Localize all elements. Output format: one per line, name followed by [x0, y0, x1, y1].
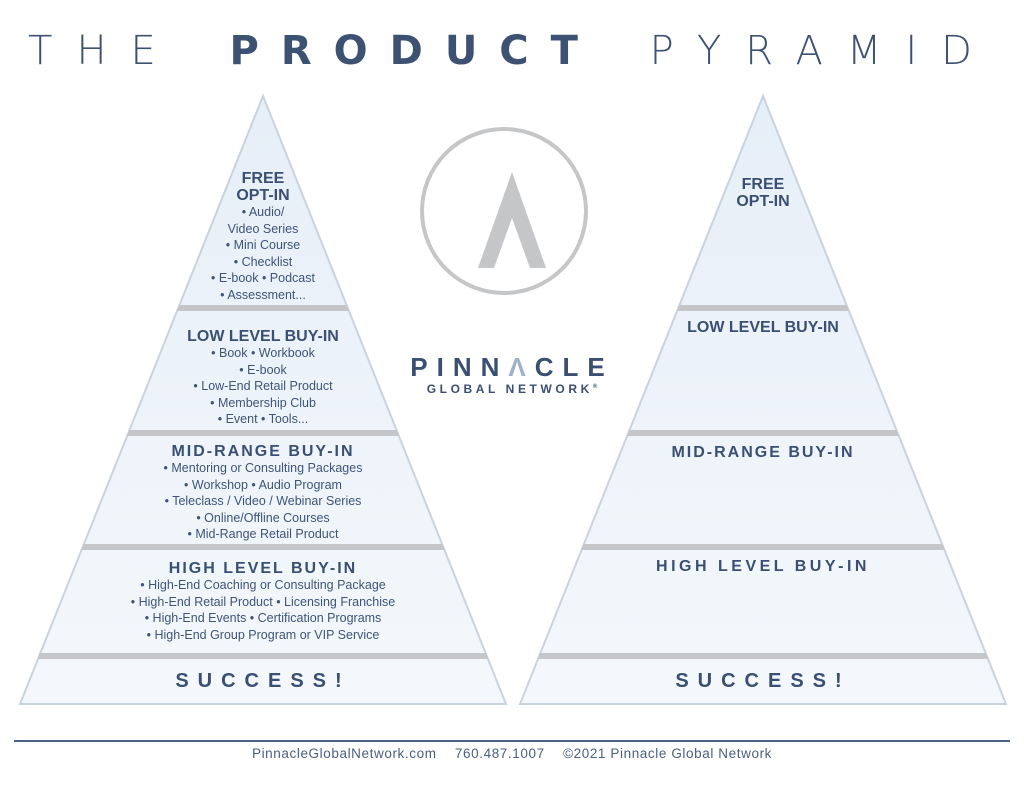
tier-heading: LOW LEVEL BUY-IN: [187, 328, 339, 345]
left-separator-2: [126, 430, 400, 436]
footer-divider: [14, 740, 1010, 742]
brand-name-part1: PINN: [410, 352, 509, 382]
page-title: THE PRODUCT PYRAMID: [0, 26, 1024, 74]
left-tier-high-level: HIGH LEVEL BUY-IN • High-End Coaching or…: [63, 560, 463, 643]
list-item: • High-End Group Program or VIP Service: [146, 627, 380, 642]
left-pyramid: [18, 93, 508, 705]
list-item: • Mentoring or Consulting Packages: [163, 461, 363, 475]
tier-heading: HIGH LEVEL BUY-IN: [168, 560, 358, 577]
tier-heading: MID-RANGE BUY-IN: [671, 444, 855, 461]
list-item: • High-End Retail Product • Licensing Fr…: [130, 594, 396, 609]
success-label: SUCCESS!: [175, 670, 351, 692]
right-separator-4: [537, 653, 989, 659]
success-label: SUCCESS!: [675, 670, 851, 692]
list-item: • High-End Events • Certification Progra…: [144, 611, 382, 626]
left-separator-3: [81, 544, 445, 550]
left-tier-free-opt-in: FREE OPT-IN • Audio/ Video Series • Mini…: [183, 170, 343, 304]
right-separator-1: [676, 305, 850, 311]
list-item: • Membership Club: [210, 395, 316, 410]
right-separator-3: [581, 544, 945, 550]
tier-heading: OPT-IN: [236, 187, 290, 204]
list-item: Video Series: [227, 221, 299, 236]
brand-subtitle-text: GLOBAL NETWORK: [426, 382, 593, 396]
tier-items: • Audio/ Video Series • Mini Course • Ch…: [183, 204, 343, 304]
tier-items: • High-End Coaching or Consulting Packag…: [63, 577, 463, 643]
brand-logo: PINNΛCLE GLOBAL NETWORK®: [400, 354, 624, 396]
footer-copyright: ©2021 Pinnacle Global Network: [563, 746, 773, 761]
tier-items: • Mentoring or Consulting Packages • Wor…: [103, 460, 423, 543]
logo-ring-icon: [420, 127, 588, 295]
tier-items: • Book • Workbook • E-book • Low-End Ret…: [133, 345, 393, 428]
right-tier-free-opt-in: FREE OPT-IN: [683, 176, 843, 210]
right-separator-2: [626, 430, 900, 436]
tier-heading: OPT-IN: [736, 193, 790, 210]
right-pyramid: [518, 93, 1008, 705]
title-word-the: THE: [28, 28, 180, 74]
tier-heading: FREE: [241, 170, 285, 187]
list-item: • Checklist: [233, 254, 293, 269]
left-separator-1: [176, 305, 350, 311]
registered-mark: ®: [592, 384, 598, 390]
list-item: • E-book • Podcast: [211, 271, 315, 286]
left-separator-4: [37, 653, 489, 659]
right-tier-success: SUCCESS!: [563, 670, 963, 693]
footer-phone: 760.487.1007: [454, 746, 545, 761]
list-item: • E-book: [239, 362, 287, 377]
list-item: • Book • Workbook: [211, 346, 315, 360]
list-item: • Event • Tools...: [217, 412, 309, 427]
left-tier-mid-range: MID-RANGE BUY-IN • Mentoring or Consulti…: [103, 443, 423, 543]
list-item: • Online/Offline Courses: [196, 510, 330, 525]
tier-heading: FREE: [741, 176, 785, 193]
footer-website-link[interactable]: PinnacleGlobalNetwork.com: [251, 746, 437, 761]
right-tier-high-level: HIGH LEVEL BUY-IN: [563, 558, 963, 575]
list-item: • Mini Course: [225, 238, 301, 253]
list-item: • Teleclass / Video / Webinar Series: [164, 494, 362, 509]
list-item: • Assessment...: [220, 287, 306, 302]
list-item: • Mid-Range Retail Product: [187, 527, 339, 542]
list-item: • Workshop • Audio Program: [184, 477, 342, 492]
tier-heading: HIGH LEVEL BUY-IN: [656, 558, 870, 575]
right-tier-mid-range: MID-RANGE BUY-IN: [603, 444, 923, 461]
right-tier-low-level: LOW LEVEL BUY-IN: [633, 319, 893, 336]
tier-heading: LOW LEVEL BUY-IN: [687, 319, 839, 336]
brand-name-part2: CLE: [534, 352, 614, 382]
brand-subtitle: GLOBAL NETWORK®: [400, 382, 624, 396]
list-item: • Audio/: [241, 205, 285, 219]
tier-heading: MID-RANGE BUY-IN: [171, 443, 355, 460]
left-tier-success: SUCCESS!: [63, 670, 463, 693]
brand-name-a-glyph: Λ: [508, 352, 535, 382]
list-item: • Low-End Retail Product: [193, 379, 333, 394]
brand-name: PINNΛCLE: [400, 354, 624, 380]
title-word-product: PRODUCT: [229, 28, 600, 74]
left-tier-low-level: LOW LEVEL BUY-IN • Book • Workbook • E-b…: [133, 328, 393, 428]
footer: PinnacleGlobalNetwork.com 760.487.1007 ©…: [0, 746, 1024, 761]
title-word-pyramid: PYRAMID: [649, 28, 996, 74]
list-item: • High-End Coaching or Consulting Packag…: [140, 578, 386, 592]
